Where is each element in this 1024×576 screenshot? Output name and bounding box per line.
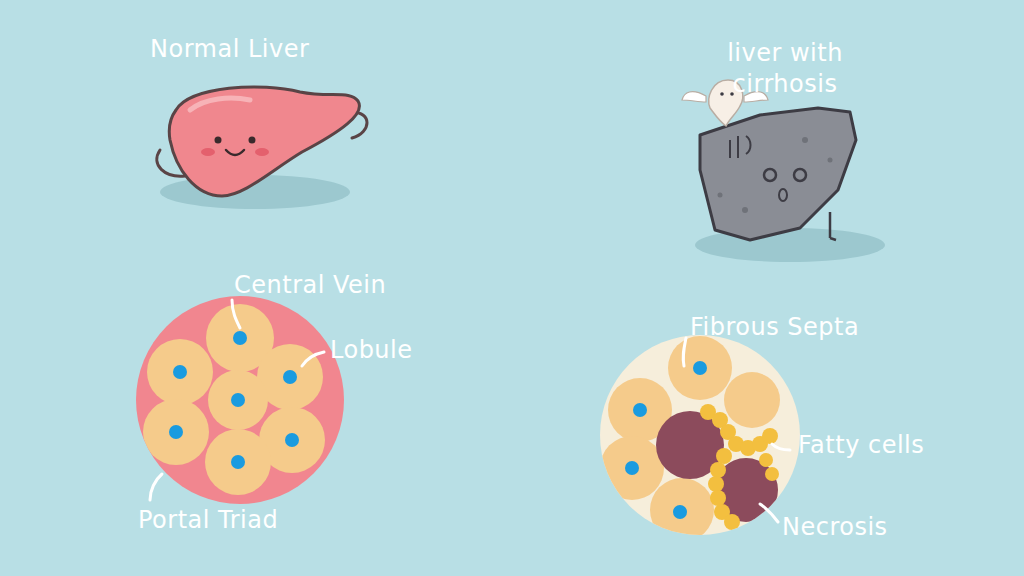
normal-liver: [157, 87, 367, 209]
cirrhotic-tissue: [600, 335, 800, 542]
callout-label: Fibrous Septa: [690, 312, 859, 343]
cirrhotic-liver: [682, 80, 885, 262]
callout-label: Fatty cells: [798, 430, 924, 461]
figure-title: Normal Liver: [150, 34, 309, 65]
normal-tissue: [136, 296, 344, 504]
callout-label: Lobule: [330, 335, 413, 366]
callout-label: Central Vein: [234, 270, 386, 301]
callout-label: Portal Triad: [138, 505, 278, 536]
callout-label: Necrosis: [782, 512, 888, 543]
figure-title: liver with cirrhosis: [680, 38, 890, 100]
